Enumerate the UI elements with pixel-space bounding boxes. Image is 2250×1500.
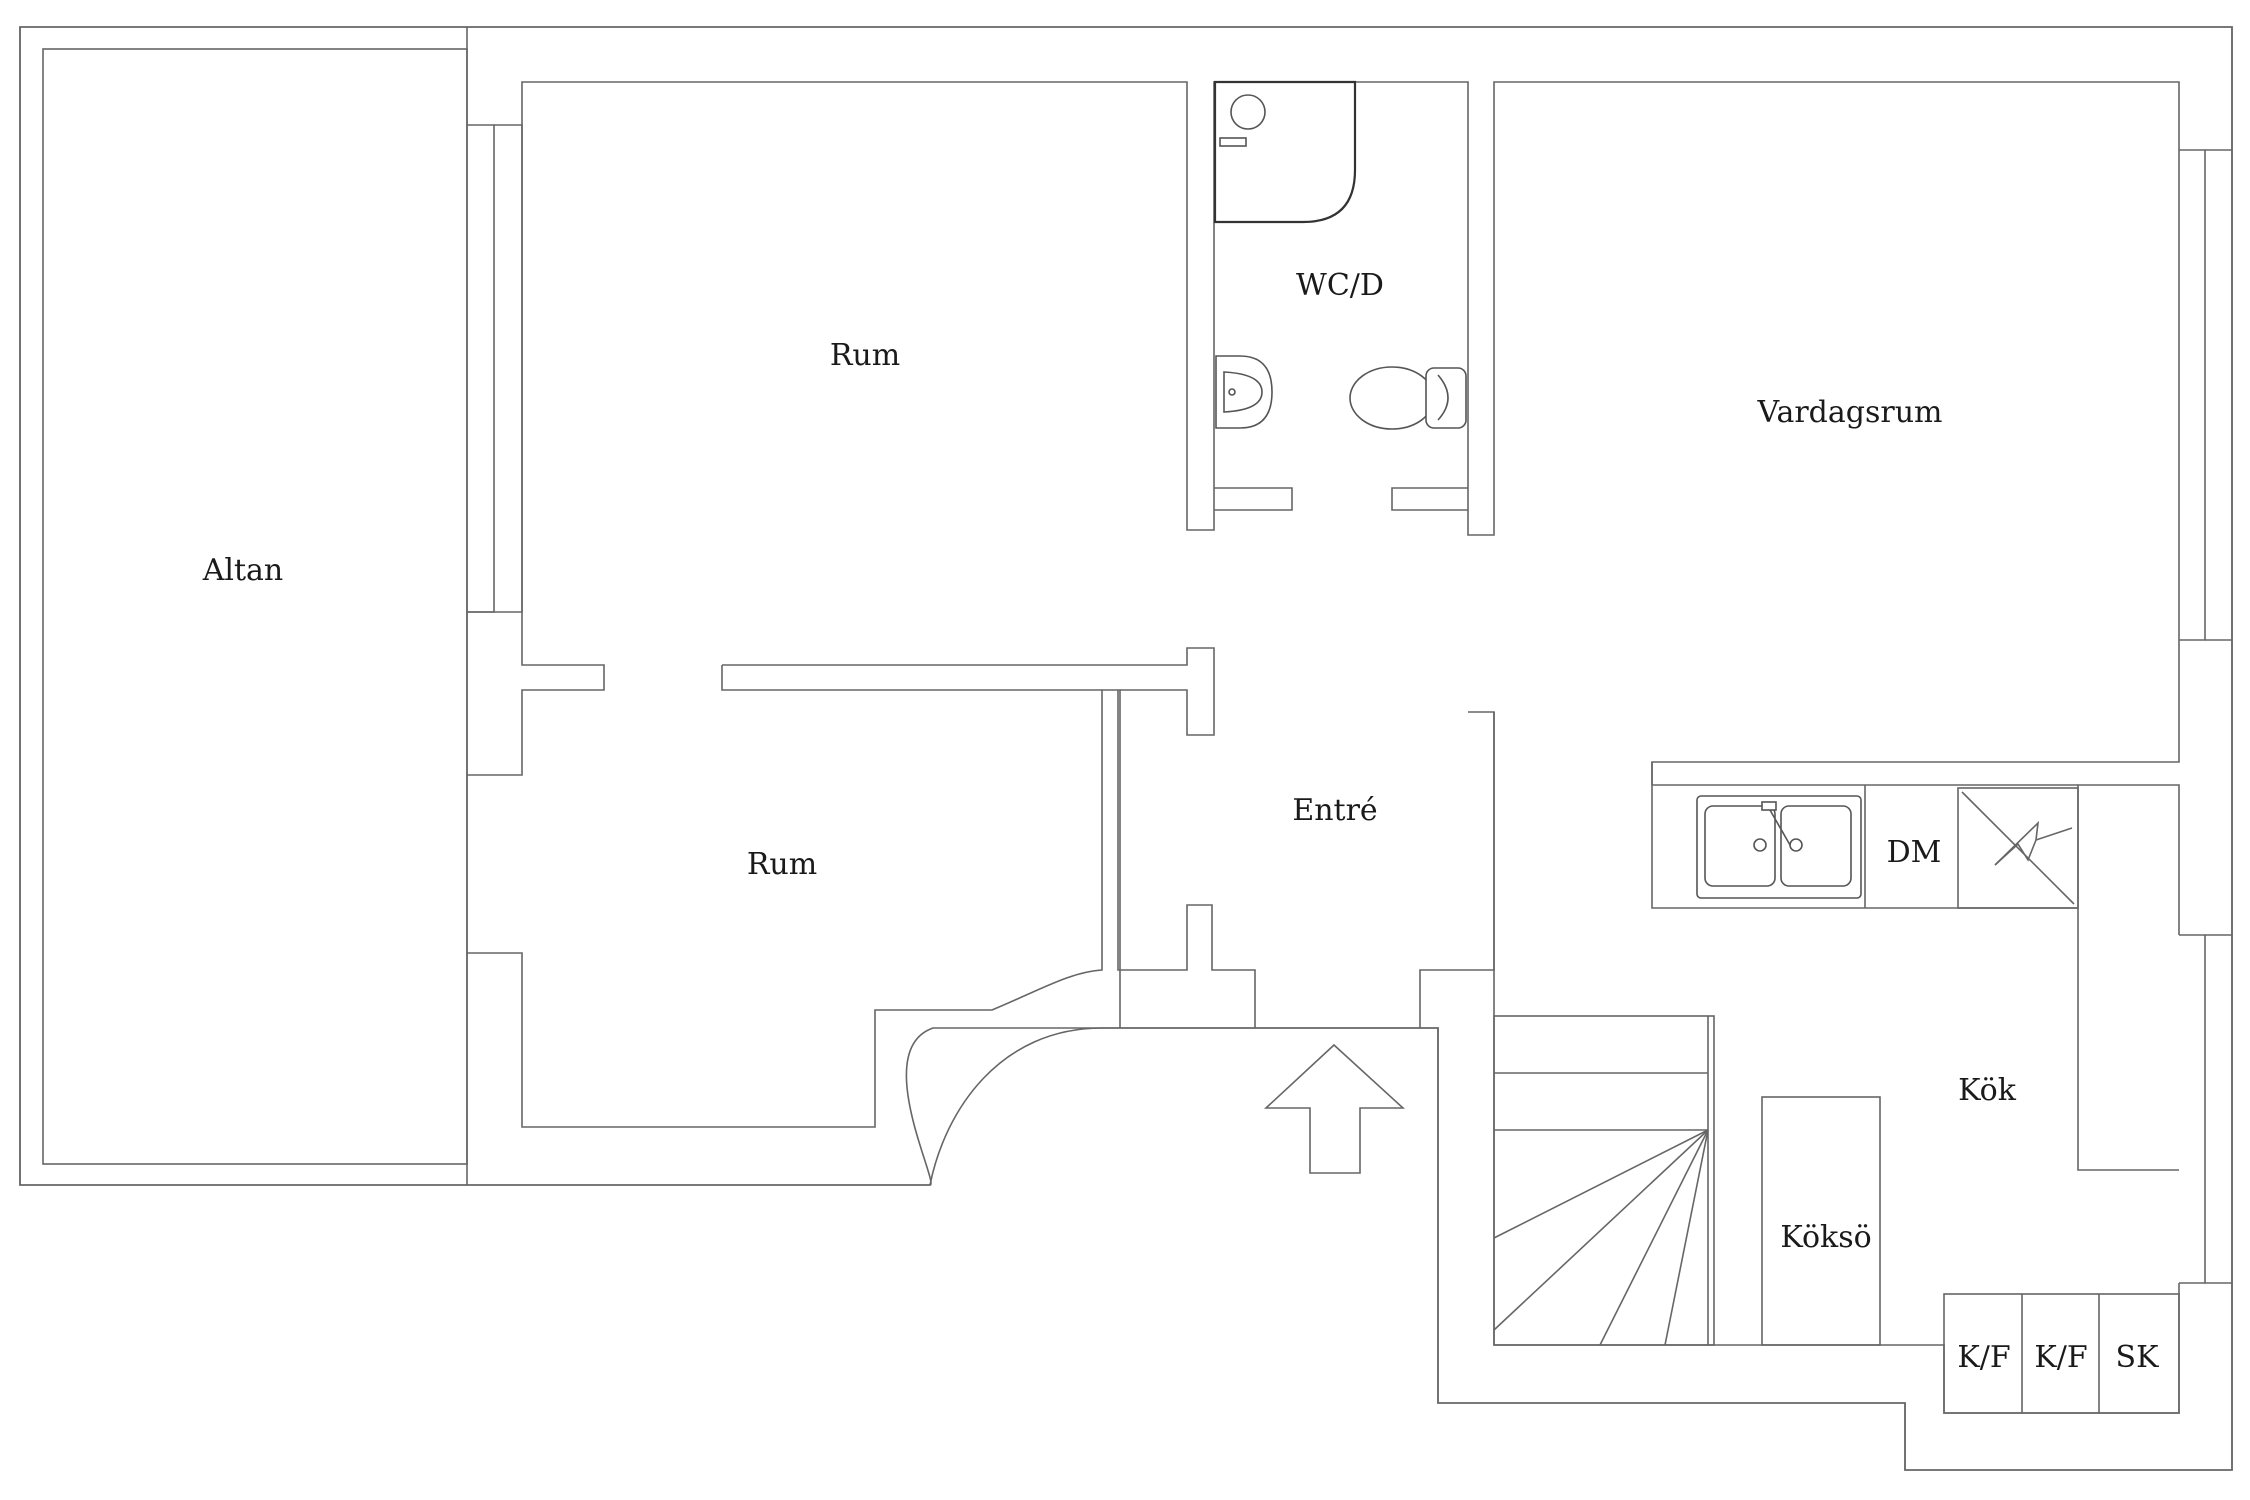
room-kok [1493, 712, 2232, 1414]
appliance-cabinets [1943, 1293, 2180, 1414]
shower-tray [1213, 80, 1357, 224]
outer-walls [19, 26, 2233, 1471]
label-rum-bottom: Rum [747, 847, 817, 882]
room-wc [1213, 80, 1468, 511]
label-kf-1: K/F [1957, 1340, 2010, 1375]
label-dm: DM [1887, 835, 1942, 870]
shower-drain-icon [1230, 94, 1266, 130]
staircase [1493, 1015, 1715, 1346]
entrance-arrow-icon [1263, 1043, 1406, 1174]
altan-balcony [42, 48, 1121, 1165]
label-vardagsrum: Vardagsrum [1757, 395, 1943, 430]
kitchen-island [1761, 1096, 1881, 1346]
label-sk: SK [2116, 1340, 2160, 1375]
label-rum-top: Rum [830, 338, 900, 373]
label-entre: Entré [1292, 793, 1377, 828]
label-wc: WC/D [1296, 268, 1384, 303]
label-kf-2: K/F [2034, 1340, 2087, 1375]
room-rum-top [521, 81, 2180, 785]
room-vardagsrum [2179, 149, 2232, 641]
label-altan: Altan [202, 553, 284, 588]
label-kok: Kök [1958, 1073, 2017, 1108]
label-kokso: Köksö [1780, 1220, 1871, 1255]
stove-icon [1957, 787, 2079, 909]
toilet-icon [1349, 366, 1435, 430]
